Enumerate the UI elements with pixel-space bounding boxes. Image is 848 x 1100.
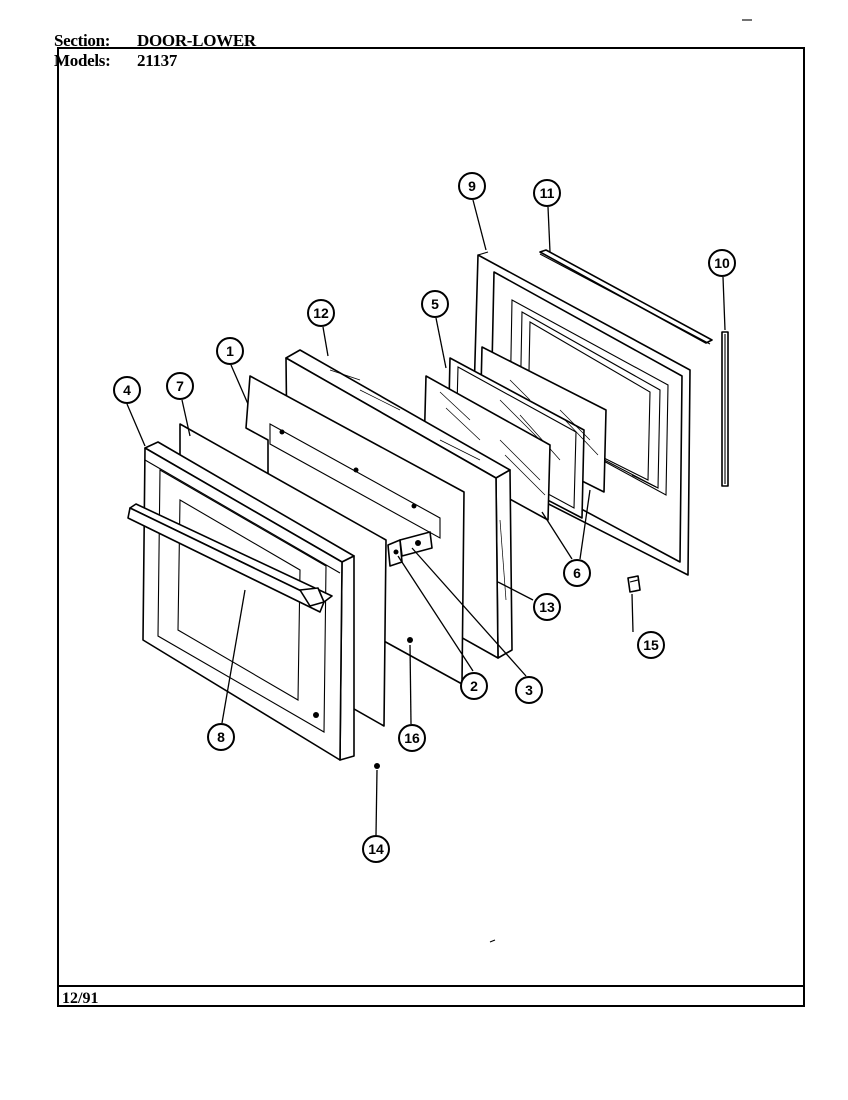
callout-6: 6 xyxy=(563,559,591,587)
callout-11: 11 xyxy=(533,179,561,207)
part-16-screw xyxy=(407,637,413,643)
section-label: Section: xyxy=(54,31,111,50)
part-11-top-rod xyxy=(539,249,713,345)
callout-1-label: 1 xyxy=(226,343,234,359)
callout-12-label: 12 xyxy=(313,305,329,321)
models-label: Models: xyxy=(54,51,111,70)
callout-11-label: 11 xyxy=(540,185,555,201)
diagram-frame xyxy=(57,47,805,1007)
part-14-screw xyxy=(374,763,380,769)
callout-3-label: 3 xyxy=(525,682,533,698)
callout-9: 9 xyxy=(458,172,486,200)
callout-16-label: 16 xyxy=(404,730,420,746)
callout-14: 14 xyxy=(362,835,390,863)
callout-7-label: 7 xyxy=(176,378,184,394)
footer-divider xyxy=(57,985,805,987)
callout-13: 13 xyxy=(533,593,561,621)
callout-3: 3 xyxy=(515,676,543,704)
callout-12: 12 xyxy=(307,299,335,327)
callout-10-label: 10 xyxy=(714,255,730,271)
callout-7: 7 xyxy=(166,372,194,400)
part-2-3-13-hinge-bracket xyxy=(387,531,433,567)
callout-2: 2 xyxy=(460,672,488,700)
callout-2-label: 2 xyxy=(470,678,478,694)
callout-4-label: 4 xyxy=(123,382,131,398)
callout-10: 10 xyxy=(708,249,736,277)
callout-8: 8 xyxy=(207,723,235,751)
callout-14-label: 14 xyxy=(368,841,384,857)
callout-9-label: 9 xyxy=(468,178,476,194)
callout-15: 15 xyxy=(637,631,665,659)
callout-16: 16 xyxy=(398,724,426,752)
callout-6-label: 6 xyxy=(573,565,581,581)
callout-5: 5 xyxy=(421,290,449,318)
callout-4: 4 xyxy=(113,376,141,404)
callout-15-label: 15 xyxy=(643,637,659,653)
part-8-handle xyxy=(127,503,333,613)
callout-13-label: 13 xyxy=(539,599,555,615)
section-value: DOOR-LOWER xyxy=(137,31,256,50)
models-value: 21137 xyxy=(137,51,178,70)
leader-lines xyxy=(126,199,726,836)
callout-1: 1 xyxy=(216,337,244,365)
callout-5-label: 5 xyxy=(431,296,439,312)
part-15-clip xyxy=(627,575,641,593)
scan-mark xyxy=(489,939,496,943)
callout-8-label: 8 xyxy=(217,729,225,745)
footer-date: 12/91 xyxy=(62,990,99,1007)
part-10-side-rod xyxy=(721,331,729,487)
